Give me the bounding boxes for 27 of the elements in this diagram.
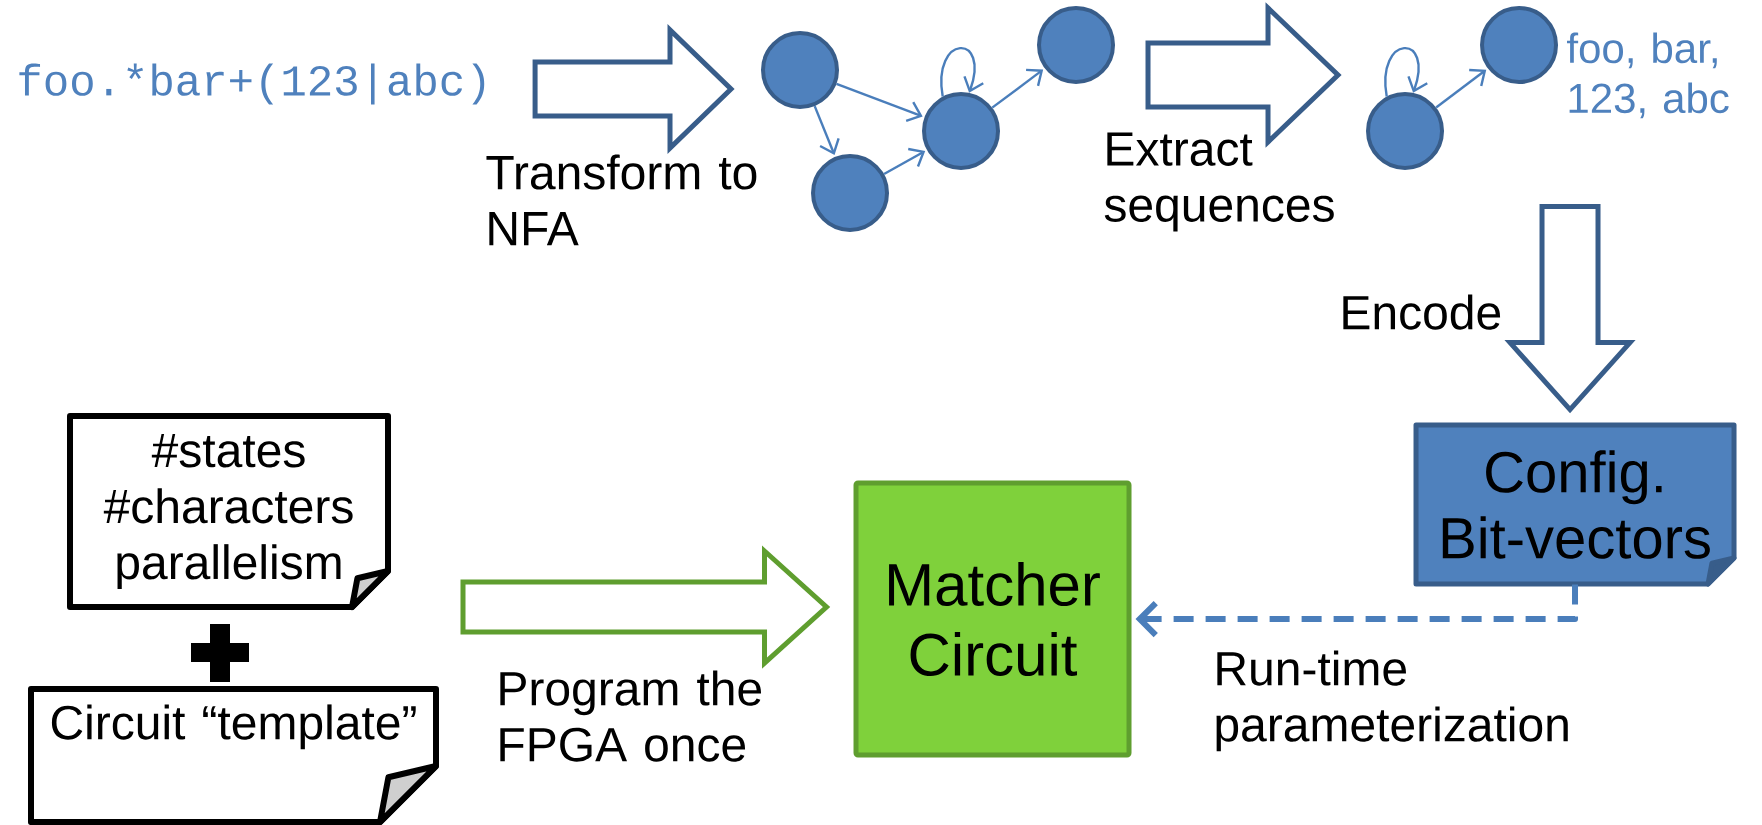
sequence-text: foo, bar, 123, abc [1567, 32, 1729, 119]
block-arrow [1145, 2, 1342, 148]
state-circle [922, 92, 1000, 170]
arrow [836, 82, 923, 123]
state-circle [811, 154, 889, 232]
state-circle [1480, 6, 1558, 84]
self-loop-arrow [940, 47, 984, 97]
edge-label: Transform to NFA [486, 154, 757, 246]
block-arrow [532, 24, 735, 154]
process-box: Matcher Circuit [853, 480, 1132, 758]
arrow [813, 105, 840, 155]
regex-text: foo.*bar+(123|abc) [19, 63, 485, 105]
document-box: Config. Bit-vectors [1413, 422, 1737, 587]
arrow [1435, 68, 1487, 109]
block-arrow [460, 545, 831, 669]
state-circle [1366, 92, 1444, 170]
edge-label: Extract sequences [1104, 132, 1334, 232]
self-loop-arrow [1384, 47, 1428, 97]
arrow [991, 68, 1044, 109]
state-circle [1037, 6, 1115, 84]
dashed-arrow [1135, 584, 1578, 638]
block-arrow [1504, 204, 1636, 414]
state-circle [761, 31, 839, 109]
edge-label: Program the FPGA once [500, 670, 761, 762]
edge-label: Encode [1343, 294, 1501, 330]
edge-label: Run-time parameterization [1216, 650, 1568, 752]
arrow [883, 147, 926, 176]
